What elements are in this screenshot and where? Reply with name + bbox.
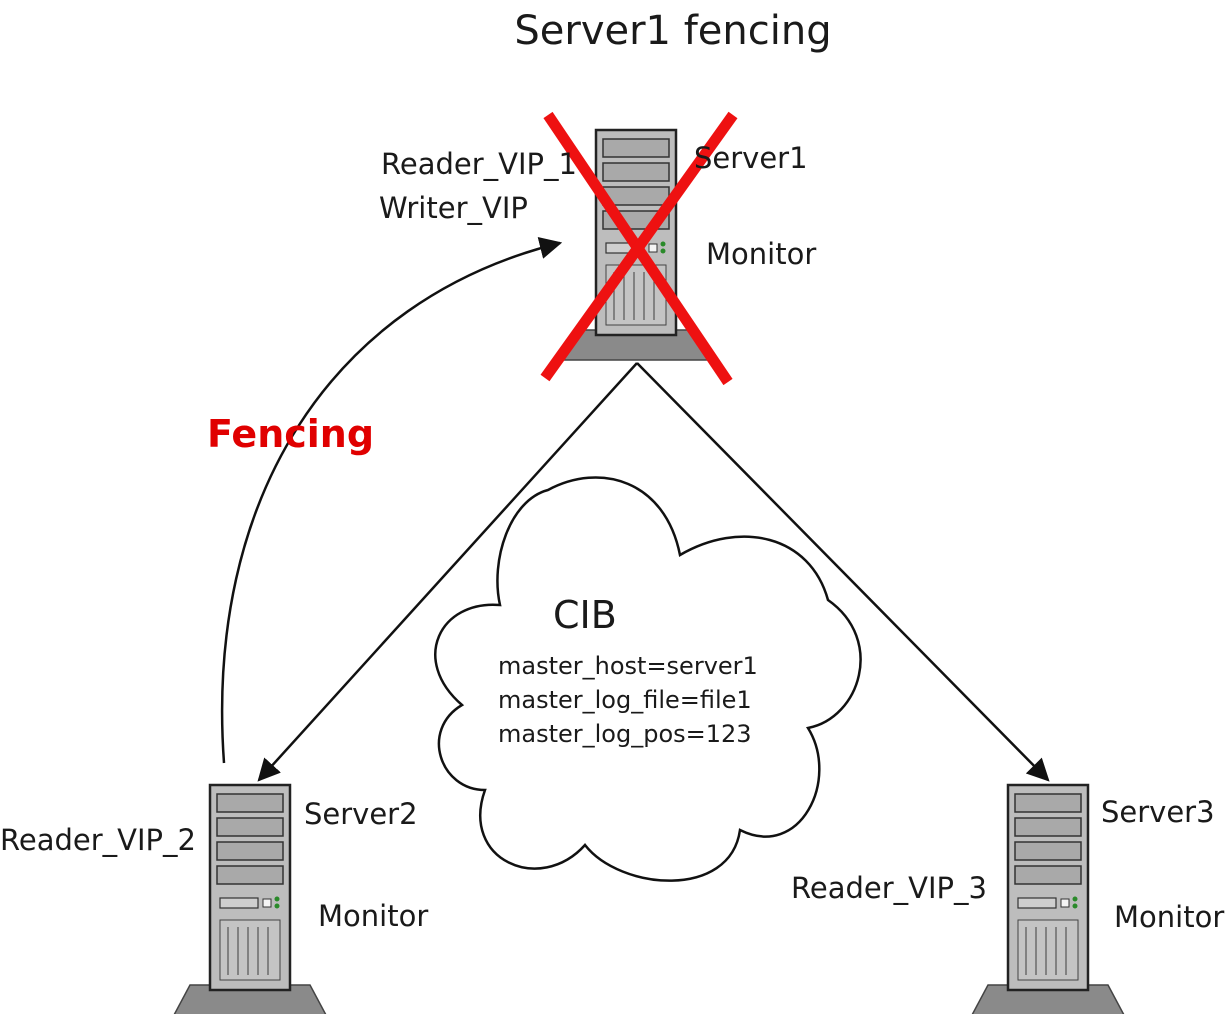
server2-monitor: Monitor <box>318 899 428 933</box>
server3-vip-reader: Reader_VIP_3 <box>791 871 987 905</box>
cib-line-master-host: master_host=server1 <box>498 652 758 680</box>
server1-name: Server1 <box>694 141 808 175</box>
server1-vip-writer: Writer_VIP <box>379 191 528 225</box>
link-server1-to-server2 <box>257 362 638 782</box>
server2-name: Server2 <box>304 797 418 831</box>
server1-vip-reader: Reader_VIP_1 <box>381 147 577 181</box>
link-server1-to-server3 <box>636 362 1050 782</box>
server2-vip-reader: Reader_VIP_2 <box>0 823 196 857</box>
cib-line-master-log-pos: master_log_pos=123 <box>498 720 752 748</box>
server3-name: Server3 <box>1101 795 1215 829</box>
cib-line-master-log-file: master_log_file=file1 <box>498 686 752 714</box>
fencing-arc-arrow <box>220 236 563 764</box>
diagram-title: Server1 fencing <box>514 8 831 54</box>
cib-title: CIB <box>553 593 617 637</box>
fenced-cross-icon <box>540 111 738 386</box>
server3-monitor: Monitor <box>1114 900 1224 934</box>
fencing-label: Fencing <box>207 412 374 456</box>
server1-monitor: Monitor <box>706 237 816 271</box>
cib-cloud <box>434 476 862 882</box>
